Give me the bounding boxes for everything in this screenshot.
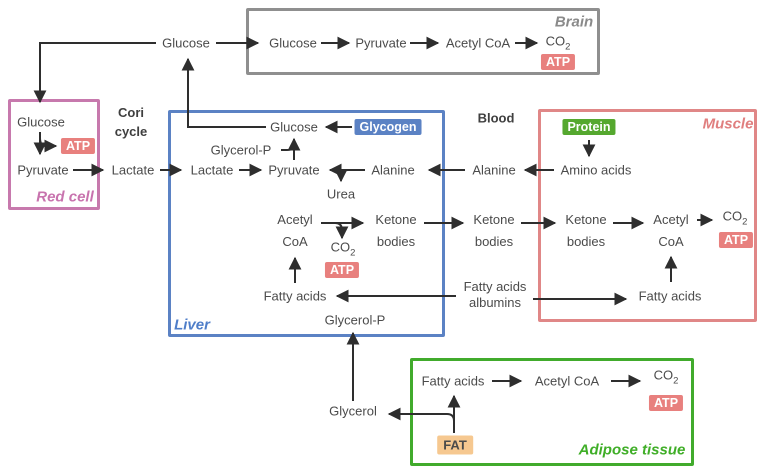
atp-badge-red-cell: ATP: [60, 138, 96, 154]
node-lactate-liver: Lactate: [190, 162, 234, 178]
blood-label: Blood: [477, 110, 515, 126]
node-fatty-acids-muscle: Fatty acids: [638, 288, 702, 304]
node-acetyl-coa-muscle: Acetyl CoA: [653, 212, 689, 249]
muscle-pathway-arrows: [521, 140, 714, 306]
node-glucose-liver: Glucose: [270, 119, 318, 135]
node-fatty-acids-albumins: Fatty acids albumins: [463, 279, 527, 310]
node-ketone-bodies-muscle: Ketone bodies: [565, 212, 607, 249]
node-co2-liver: CO2: [330, 239, 356, 259]
brain-label: Brain: [554, 13, 594, 31]
node-glucose-red-cell: Glucose: [17, 114, 65, 130]
red-cell-label: Red cell: [36, 188, 94, 206]
node-fatty-acids-liver: Fatty acids: [263, 288, 327, 304]
node-ketone-bodies-liver: Ketone bodies: [375, 212, 417, 249]
protein-badge: Protein: [562, 119, 616, 135]
node-glycerol-p-bottom-liver: Glycerol-P: [324, 312, 386, 328]
node-glycerol-p-top-liver: Glycerol-P: [210, 142, 272, 158]
node-ketone-bodies-blood: Ketone bodies: [473, 212, 515, 249]
node-lactate-blood: Lactate: [111, 162, 155, 178]
node-fatty-acids-adipose: Fatty acids: [421, 373, 485, 389]
muscle-label: Muscle: [702, 115, 754, 133]
node-co2-brain: CO2: [545, 33, 571, 53]
adipose-pathway-arrows: [387, 374, 642, 433]
glycogen-badge: Glycogen: [354, 119, 422, 135]
node-acetyl-coa-liver: Acetyl CoA: [277, 212, 313, 249]
node-pyruvate-liver: Pyruvate: [268, 162, 320, 178]
adipose-tissue-box: [410, 358, 694, 466]
atp-badge-brain: ATP: [540, 54, 576, 70]
liver-label: Liver: [174, 316, 210, 334]
node-alanine-liver: Alanine: [371, 162, 415, 178]
node-glycerol: Glycerol: [329, 403, 377, 419]
node-co2-muscle: CO2: [722, 208, 748, 228]
node-pyruvate-red-cell: Pyruvate: [17, 162, 69, 178]
node-acetyl-coa-brain: Acetyl CoA: [445, 35, 511, 51]
adipose-tissue-label: Adipose tissue: [578, 441, 686, 459]
node-alanine-blood: Alanine: [472, 162, 516, 178]
fat-badge: FAT: [437, 435, 473, 455]
node-glucose-brain: Glucose: [269, 35, 317, 51]
node-pyruvate-brain: Pyruvate: [355, 35, 407, 51]
node-glucose-blood-top: Glucose: [162, 35, 210, 51]
node-co2-adipose: CO2: [653, 367, 679, 387]
cori-cycle-arrows: [33, 42, 266, 177]
cori-cycle-label: Cori cycle: [114, 105, 148, 139]
node-urea-liver: Urea: [326, 186, 356, 202]
red-cell-box: [8, 99, 100, 210]
node-amino-acids-muscle: Amino acids: [560, 162, 632, 178]
node-acetyl-coa-adipose: Acetyl CoA: [534, 373, 600, 389]
atp-badge-muscle: ATP: [718, 232, 754, 248]
atp-badge-adipose: ATP: [648, 395, 684, 411]
muscle-box: [538, 109, 757, 322]
atp-badge-liver: ATP: [324, 262, 360, 278]
liver-pathway-arrows: [281, 120, 465, 401]
